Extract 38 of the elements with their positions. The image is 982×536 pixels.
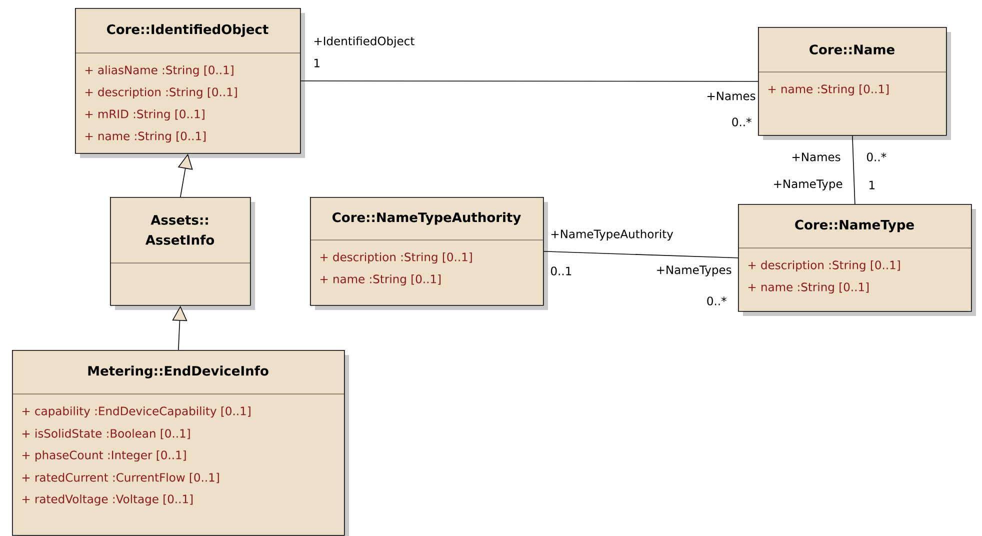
attribute-text: + ratedCurrent :CurrentFlow [0..1] xyxy=(22,472,219,484)
class-box xyxy=(74,8,305,158)
class-name: Core::Name xyxy=(810,44,894,54)
role-label: +NameType xyxy=(774,180,842,190)
attribute-text: + description :String [0..1] xyxy=(85,87,237,99)
connector xyxy=(300,80,758,82)
role-label: +Names xyxy=(792,152,840,162)
role-label: +NameTypes xyxy=(657,266,732,276)
role-label: 0..* xyxy=(707,296,726,306)
connector xyxy=(852,135,856,204)
role-label: 0..* xyxy=(732,118,752,126)
class-name: Metering::EndDeviceInfo xyxy=(88,366,268,378)
role-label: +Names xyxy=(707,92,756,100)
class-name: Assets:: AssetInfo xyxy=(145,215,214,245)
attribute-text: + name :String [0..1] xyxy=(748,282,869,294)
class-box xyxy=(110,197,255,310)
class-box xyxy=(758,27,951,140)
class-box xyxy=(12,350,349,536)
attribute-text: + capability :EndDeviceCapability [0..1] xyxy=(22,406,250,418)
class-box xyxy=(310,197,548,310)
attribute-text: + ratedVoltage :Voltage [0..1] xyxy=(22,494,193,506)
attribute-text: + description :String [0..1] xyxy=(748,260,900,272)
connector xyxy=(543,251,738,258)
class-name: Core::IdentifiedObject xyxy=(107,24,268,37)
attribute-text: + name :String [0..1] xyxy=(85,131,206,143)
attribute-text: + isSolidState :Boolean [0..1] xyxy=(22,428,190,440)
class-box xyxy=(738,204,976,316)
class-name: Core::NameType xyxy=(795,220,914,232)
class-name: Core::NameTypeAuthority xyxy=(332,212,521,225)
attribute-text: + mRID :String [0..1] xyxy=(85,109,204,121)
attribute-text: + description :String [0..1] xyxy=(320,252,472,264)
attribute-text: + phaseCount :Integer [0..1] xyxy=(22,450,186,462)
attribute-text: + name :String [0..1] xyxy=(768,84,889,96)
attribute-text: + aliasName :String [0..1] xyxy=(85,65,234,77)
role-label: 1 xyxy=(869,180,874,190)
role-label: +NameTypeAuthority xyxy=(551,229,674,241)
role-label: 0..* xyxy=(866,152,886,162)
attribute-text: + name :String [0..1] xyxy=(320,274,441,286)
